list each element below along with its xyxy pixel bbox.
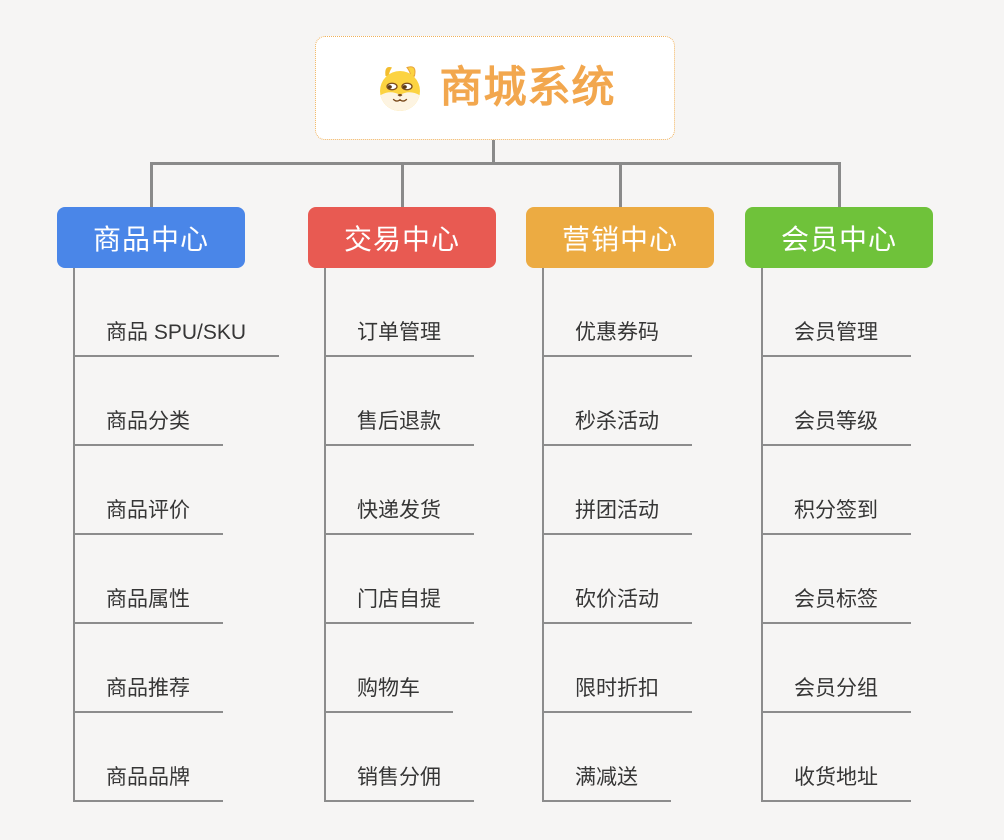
leaf-node[interactable]: 拼团活动 (542, 498, 692, 535)
leaf-label: 优惠券码 (575, 321, 659, 344)
leaf-node[interactable]: 商品分类 (73, 409, 223, 446)
root-node[interactable]: 商城系统 (315, 36, 675, 140)
leaf-label: 商品分类 (106, 410, 190, 433)
leaf-node[interactable]: 商品评价 (73, 498, 223, 535)
leaf-node[interactable]: 商品属性 (73, 587, 223, 624)
leaf-label: 商品 SPU/SKU (106, 321, 247, 344)
leaf-label: 拼团活动 (575, 499, 659, 522)
leaf-node[interactable]: 售后退款 (324, 409, 474, 446)
branch-label: 营销中心 (561, 223, 678, 255)
leaf-node[interactable]: 满减送 (542, 765, 671, 802)
leaf-node[interactable]: 收货地址 (761, 765, 911, 802)
leaf-node[interactable]: 会员管理 (761, 320, 911, 357)
leaf-label: 快递发货 (357, 499, 441, 522)
leaf-label: 销售分佣 (357, 766, 441, 789)
leaf-label: 商品推荐 (106, 677, 190, 700)
branch-node[interactable]: 交易中心 (308, 207, 496, 268)
leaf-node[interactable]: 销售分佣 (324, 765, 474, 802)
leaf-label: 收货地址 (794, 766, 878, 789)
leaf-label: 门店自提 (357, 588, 441, 611)
leaf-label: 会员标签 (794, 588, 878, 611)
leaf-node[interactable]: 商品品牌 (73, 765, 223, 802)
leaf-label: 砍价活动 (575, 588, 659, 611)
leaf-label: 商品评价 (106, 499, 190, 522)
connector-root-stem (492, 140, 495, 165)
leaf-node[interactable]: 限时折扣 (542, 676, 692, 713)
branch-node[interactable]: 商品中心 (57, 207, 245, 268)
leaf-node[interactable]: 商品推荐 (73, 676, 223, 713)
leaf-node[interactable]: 商品 SPU/SKU (73, 320, 280, 357)
leaf-label: 满减送 (575, 766, 638, 789)
leaf-node[interactable]: 优惠券码 (542, 320, 692, 357)
branch-node[interactable]: 会员中心 (745, 207, 933, 268)
root-title: 商城系统 (439, 63, 616, 112)
branch-node[interactable]: 营销中心 (526, 207, 714, 268)
leaf-label: 购物车 (357, 677, 420, 700)
branch-label: 商品中心 (92, 223, 209, 255)
leaf-node[interactable]: 会员等级 (761, 409, 911, 446)
leaf-node[interactable]: 会员标签 (761, 587, 911, 624)
leaf-label: 商品品牌 (106, 766, 190, 789)
leaf-label: 会员等级 (794, 410, 878, 433)
leaf-node[interactable]: 会员分组 (761, 676, 911, 713)
branch-label: 交易中心 (343, 223, 460, 255)
leaf-label: 会员分组 (794, 677, 878, 700)
leaf-label: 订单管理 (357, 321, 441, 344)
leaf-node[interactable]: 购物车 (324, 676, 453, 713)
leaf-node[interactable]: 积分签到 (761, 498, 911, 535)
leaf-node[interactable]: 快递发货 (324, 498, 474, 535)
leaf-label: 会员管理 (794, 321, 878, 344)
connector-branch-drop (619, 162, 622, 207)
connector-branch-drop (150, 162, 153, 207)
branch-label: 会员中心 (780, 223, 897, 255)
leaf-label: 商品属性 (106, 588, 190, 611)
connector-branch-drop (838, 162, 841, 207)
connector-branch-drop (401, 162, 404, 207)
leaf-label: 限时折扣 (575, 677, 659, 700)
doge-icon (379, 66, 420, 111)
leaf-node[interactable]: 门店自提 (324, 587, 474, 624)
leaf-node[interactable]: 秒杀活动 (542, 409, 692, 446)
connector-bus (150, 162, 841, 165)
leaf-label: 秒杀活动 (575, 410, 659, 433)
leaf-label: 售后退款 (357, 410, 441, 433)
leaf-node[interactable]: 砍价活动 (542, 587, 692, 624)
leaf-label: 积分签到 (794, 499, 878, 522)
leaf-node[interactable]: 订单管理 (324, 320, 474, 357)
